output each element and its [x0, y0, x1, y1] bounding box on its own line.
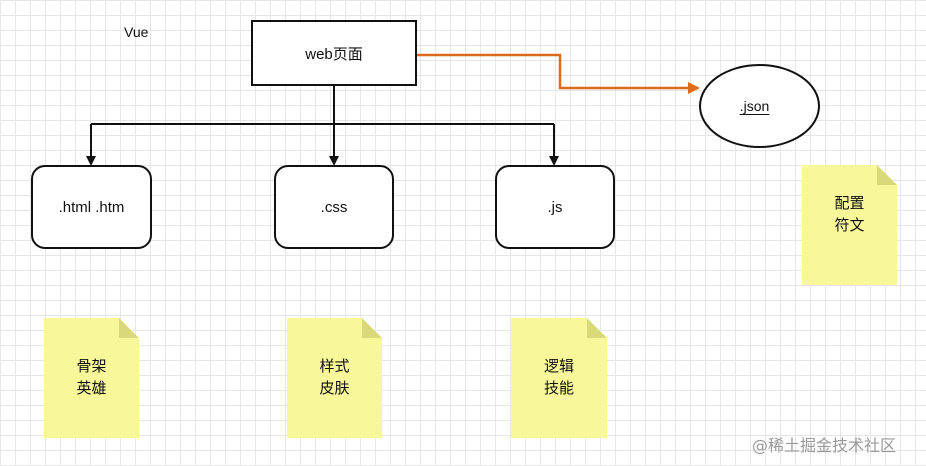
web-page-node-label: web页面	[305, 45, 363, 63]
note-style-skin[interactable]: 样式 皮肤	[287, 318, 382, 438]
json-node-label: .json	[739, 98, 770, 114]
arrow-to-json	[417, 53, 700, 94]
vue-label: Vue	[124, 24, 149, 40]
css-node-label: .css	[320, 198, 348, 216]
note-line-1: 样式	[319, 358, 350, 375]
note-line-1: 骨架	[76, 358, 107, 375]
html-node[interactable]: .html .htm	[31, 165, 152, 249]
css-node[interactable]: .css	[274, 165, 394, 249]
html-node-label: .html .htm	[58, 198, 125, 216]
js-node[interactable]: .js	[495, 165, 615, 249]
json-node[interactable]: .json	[699, 64, 820, 148]
note-line-2: 技能	[543, 380, 574, 397]
note-logic-skill[interactable]: 逻辑 技能	[511, 318, 607, 438]
web-page-node[interactable]: web页面	[251, 20, 417, 86]
note-config-rune[interactable]: 配置 符文	[802, 165, 897, 285]
note-skeleton-hero[interactable]: 骨架 英雄	[44, 318, 139, 438]
js-node-label: .js	[547, 198, 563, 216]
note-line-2: 英雄	[76, 380, 107, 397]
note-line-1: 逻辑	[543, 358, 574, 375]
note-line-1: 配置	[834, 195, 865, 212]
note-line-2: 符文	[834, 217, 865, 234]
note-line-2: 皮肤	[319, 380, 350, 397]
watermark-text: @稀土掘金技术社区	[752, 436, 897, 455]
